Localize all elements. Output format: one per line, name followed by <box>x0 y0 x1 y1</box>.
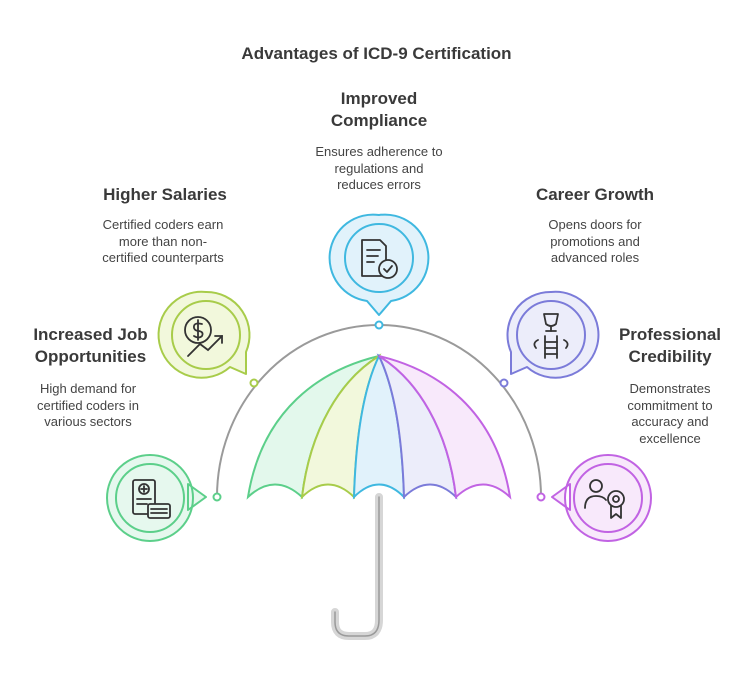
compliance-document-icon <box>328 213 430 316</box>
heading-professional-credibility: Professional Credibility <box>618 325 722 366</box>
heading-higher-salaries: Higher Salaries <box>103 185 227 204</box>
salary-growth-icon <box>157 290 251 379</box>
umbrella-canopy <box>246 353 512 500</box>
heading-improved-compliance: Improved Compliance <box>330 89 428 130</box>
heading-career-growth: Career Growth <box>535 185 655 204</box>
description-increased-job-opportunities: High demand for certified coders in vari… <box>37 381 139 429</box>
description-professional-credibility: Demonstrates commitment to accuracy and … <box>627 381 713 446</box>
umbrella-handle <box>331 493 383 640</box>
credibility-badge-icon <box>551 454 652 542</box>
diagram-title: Advantages of ICD-9 Certification <box>241 44 512 63</box>
canopy-panel-purple <box>378 355 512 500</box>
heading-increased-job-opportunities: Increased Job Opportunities <box>33 325 148 366</box>
description-improved-compliance: Ensures adherence to regulations and red… <box>315 144 443 192</box>
career-ladder-icon <box>506 290 600 379</box>
description-higher-salaries: Certified coders earn more than non-cert… <box>102 217 224 265</box>
description-career-growth: Opens doors for promotions and advanced … <box>548 217 642 265</box>
job-listing-icon <box>106 454 207 542</box>
